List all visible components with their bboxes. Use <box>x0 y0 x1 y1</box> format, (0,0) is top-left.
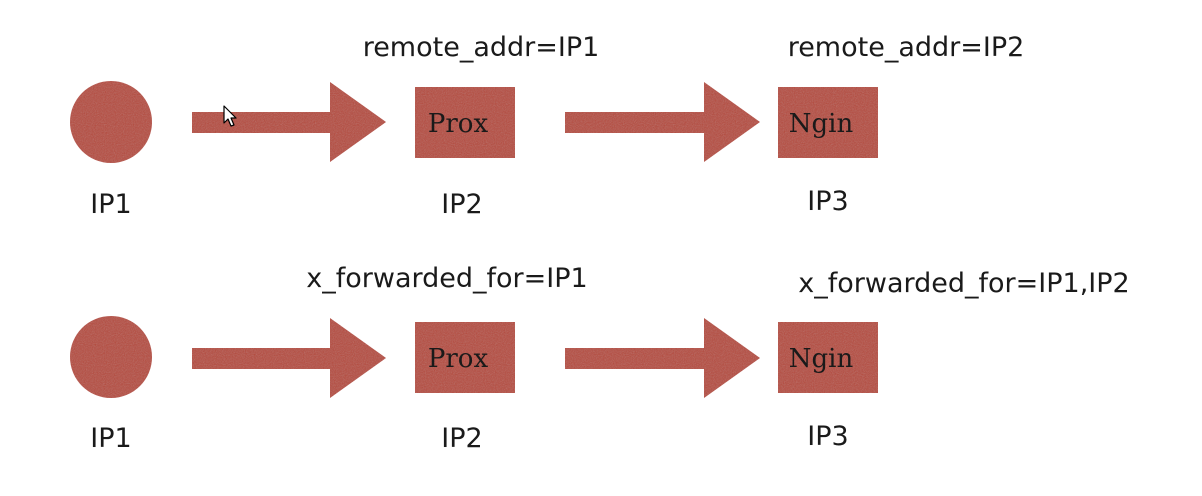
proxy-box-label-1: Prox <box>428 109 489 139</box>
proxy-header-label-1: remote_addr=IP1 <box>363 32 600 63</box>
nginx-box-1 <box>778 87 878 158</box>
proxy-ip-label-1: IP2 <box>441 189 482 220</box>
mouse-cursor-icon <box>223 105 237 127</box>
nginx-header-label-2: x_forwarded_for=IP1,IP2 <box>798 268 1129 299</box>
client-ip-label-2: IP1 <box>90 423 131 454</box>
nginx-box-label-1: Ngin <box>789 109 854 139</box>
proxy-header-label-2: x_forwarded_for=IP1 <box>306 263 587 294</box>
client-node-1 <box>70 81 152 163</box>
proxy-ip-label-2: IP2 <box>441 423 482 454</box>
nginx-ip-label-2: IP3 <box>807 421 848 452</box>
client-node-2 <box>70 316 152 398</box>
arrow-client-to-proxy-1 <box>192 82 386 162</box>
row-x-forwarded-for: IP1 x_forwarded_for=IP1 Prox IP2 x_forwa… <box>70 263 1130 454</box>
arrow-proxy-to-nginx-2 <box>565 318 760 398</box>
nginx-box-label-2: Ngin <box>789 344 854 374</box>
row-remote-addr: IP1 remote_addr=IP1 Prox IP2 remote_addr… <box>70 32 1024 220</box>
proxy-box-label-2: Prox <box>428 344 489 374</box>
proxy-box-2 <box>415 322 515 393</box>
nginx-header-label-1: remote_addr=IP2 <box>788 32 1025 63</box>
arrow-client-to-proxy-2 <box>192 318 386 398</box>
client-ip-label-1: IP1 <box>90 189 131 220</box>
nginx-box-2 <box>778 322 878 393</box>
proxy-box-1 <box>415 87 515 158</box>
nginx-ip-label-1: IP3 <box>807 186 848 217</box>
arrow-proxy-to-nginx-1 <box>565 82 760 162</box>
